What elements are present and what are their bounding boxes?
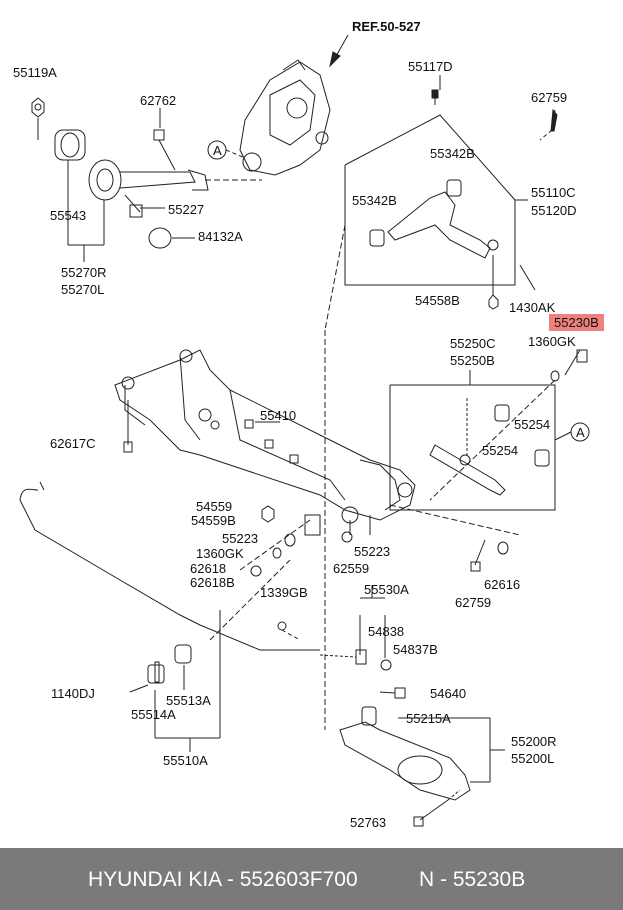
circle-a-upper: A [213, 143, 222, 158]
part-label-1360gk-right[interactable]: 1360GK [528, 334, 576, 349]
part-label-62762[interactable]: 62762 [140, 93, 177, 108]
part-label-55342b-lower[interactable]: 55342B [352, 193, 397, 208]
part-label-55342b-upper[interactable]: 55342B [430, 146, 475, 161]
part-label-55514a[interactable]: 55514A [131, 707, 176, 722]
part-label-62759-lower[interactable]: 62759 [455, 595, 492, 610]
part-label-55513a[interactable]: 55513A [166, 693, 211, 708]
part-label-55510a[interactable]: 55510A [163, 753, 208, 768]
parts-diagram [19, 34, 590, 827]
part-label-55410[interactable]: 55410 [260, 408, 297, 423]
part-label-54558b[interactable]: 54558B [415, 293, 460, 308]
part-label-52763[interactable]: 52763 [350, 815, 387, 830]
part-label-62759-upper[interactable]: 62759 [531, 90, 568, 105]
part-label-55270l[interactable]: 55270L [61, 282, 105, 297]
part-label-54838[interactable]: 54838 [368, 624, 405, 639]
circle-a-lower: A [576, 425, 585, 440]
part-label-55117d[interactable]: 55117D [408, 59, 453, 74]
footer-bar: HYUNDAI KIA - 552603F700 N - 55230B [0, 848, 623, 910]
lower-link-box [389, 370, 556, 511]
part-label-84132a[interactable]: 84132A [198, 229, 243, 244]
nut-illustration-55119a [31, 97, 45, 118]
part-label-55270r[interactable]: 55270R [61, 265, 107, 280]
part-label-54559[interactable]: 54559 [196, 499, 233, 514]
part-label-55250b[interactable]: 55250B [450, 353, 495, 368]
footer-brand-part-number: HYUNDAI KIA - 552603F700 [88, 868, 358, 891]
part-label-55215a[interactable]: 55215A [406, 711, 451, 726]
bolt-illustration-54640 [379, 687, 406, 699]
part-label-1140dj[interactable]: 1140DJ [51, 686, 95, 701]
part-label-55110c[interactable]: 55110C [531, 185, 576, 200]
part-label-54640[interactable]: 54640 [430, 686, 467, 701]
stabilizer-link-illustration [355, 615, 392, 671]
part-label-55250c[interactable]: 55250C [450, 336, 496, 351]
nut-illustration-54559 [261, 505, 275, 523]
part-label-55223-left[interactable]: 55223 [222, 531, 259, 546]
stabilizer-bar-illustration [19, 481, 320, 651]
washer-illustration-1360gk [550, 370, 560, 382]
bolt-illustration-62759b [470, 539, 486, 572]
part-label-62618b[interactable]: 62618B [190, 575, 235, 590]
bolt-illustration-55227 [124, 194, 143, 218]
part-label-62617c[interactable]: 62617C [50, 436, 96, 451]
part-label-62559[interactable]: 62559 [333, 561, 370, 576]
bolt-illustration-55230b [564, 349, 588, 376]
part-label-55530a[interactable]: 55530A [364, 582, 409, 597]
part-label-55223-right[interactable]: 55223 [354, 544, 391, 559]
bushing-illustration-55543 [54, 129, 86, 161]
part-label-1360gk-left[interactable]: 1360GK [196, 546, 244, 561]
part-label-54559b[interactable]: 54559B [191, 513, 236, 528]
bolt-illustration-52763 [413, 799, 449, 827]
part-label-62618[interactable]: 62618 [190, 561, 227, 576]
part-label-55254-right[interactable]: 55254 [514, 417, 551, 432]
part-label-55230b-highlighted[interactable]: 55230B [549, 314, 604, 331]
part-label-54837b[interactable]: 54837B [393, 642, 438, 657]
part-label-55227[interactable]: 55227 [168, 202, 205, 217]
cap-illustration-84132a [148, 227, 172, 249]
bolt-illustration-62617c [123, 441, 133, 453]
part-label-55119a[interactable]: 55119A [13, 65, 57, 80]
part-label-1430ak[interactable]: 1430AK [509, 300, 556, 315]
upper-arm-illustration [369, 179, 499, 259]
bolt-illustration-62762 [153, 129, 176, 171]
lower-link-illustration [429, 404, 550, 496]
footer-item-number: N - 55230B [419, 868, 526, 891]
part-label-1339gb[interactable]: 1339GB [260, 585, 308, 600]
part-label-55200r[interactable]: 55200R [511, 734, 557, 749]
part-label-55200l[interactable]: 55200L [511, 751, 555, 766]
upper-arm-box [344, 114, 528, 286]
ref-label: REF.50-527 [352, 19, 421, 34]
part-label-62616[interactable]: 62616 [484, 577, 521, 592]
subframe-illustration [114, 349, 416, 524]
trailing-arm-illustration [88, 159, 209, 201]
knuckle-illustration [239, 59, 331, 176]
lower-arm-illustration [339, 706, 471, 801]
part-label-55254-left[interactable]: 55254 [482, 443, 519, 458]
part-label-55543[interactable]: 55543 [50, 208, 87, 223]
part-label-55120d[interactable]: 55120D [531, 203, 577, 218]
